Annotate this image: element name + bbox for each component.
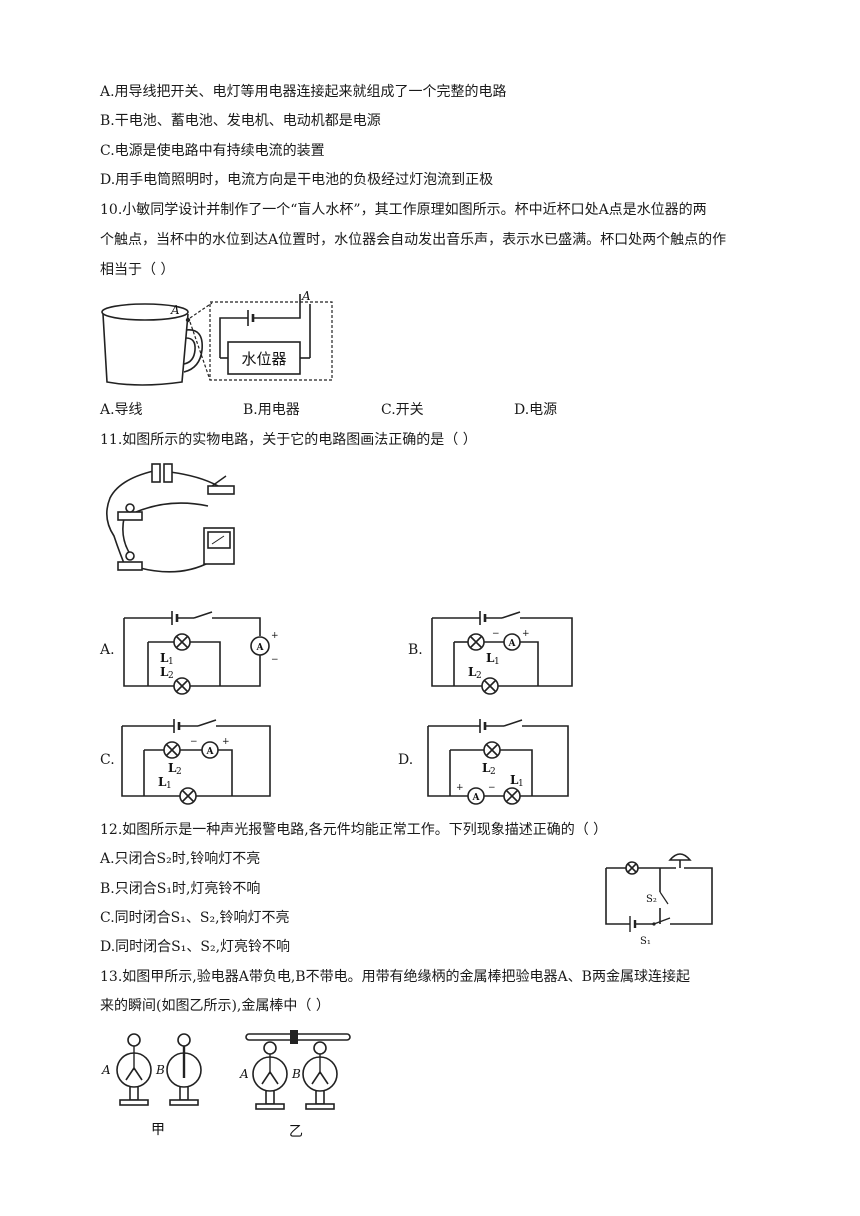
q13-stem-line-2: 来的瞬间(如图乙所示),金属棒中（ ） [100, 998, 330, 1014]
minus-sign: − [271, 655, 279, 665]
q12-option-c: C.同时闭合S₁、S₂,铃响灯不亮 [100, 910, 290, 926]
lamp-l2-label: L [168, 761, 177, 775]
q11-diagram-b: A − + L 1 L 2 [431, 611, 573, 695]
q9-option-b: B.干电池、蓄电池、发电机、电动机都是电源 [100, 113, 381, 129]
lamp-l1-label: L [486, 651, 495, 665]
q12-option-b: B.只闭合S₁时,灯亮铃不响 [100, 881, 261, 897]
q11-diagram-a: A + − L 1 L 2 [123, 611, 279, 695]
electroscope-b-label: B [291, 1067, 301, 1081]
q12-option-d: D.同时闭合S₁、S₂,灯亮铃不响 [100, 939, 291, 955]
q10-stem-line-1: 10.小敏同学设计并制作了一个“盲人水杯”，其工作原理如图所示。杯中近杯口处A点… [100, 202, 707, 218]
q10-option-b: B.用电器 [243, 402, 300, 418]
q12-alarm-circuit-figure: S₁ S₂ [605, 853, 713, 947]
q13-electroscope-figure-right: A B 乙 [239, 1030, 351, 1140]
q10-contact-label: A [301, 289, 311, 303]
electroscope-a-label: A [101, 1063, 111, 1077]
switch-s1-label: S₁ [640, 936, 651, 947]
q11-option-b-label: B. [408, 642, 423, 658]
minus-sign: − [492, 629, 500, 639]
q11-diagram-d: L 2 A + − L 1 [427, 719, 569, 805]
figure-caption-jia: 甲 [151, 1122, 165, 1138]
q11-physical-circuit-figure [106, 463, 235, 573]
q13-electroscope-figure-left: A B 甲 [101, 1033, 202, 1138]
lamp-l1-sub: 1 [518, 779, 524, 789]
ammeter-label: A [508, 639, 517, 649]
q11-option-c-label: C. [100, 752, 115, 768]
lamp-l2-label: L [160, 665, 169, 679]
minus-sign: − [488, 783, 496, 793]
figure-caption-yi: 乙 [289, 1124, 303, 1140]
ammeter-label: A [472, 793, 481, 803]
q12-option-a: A.只闭合S₂时,铃响灯不亮 [100, 851, 261, 867]
lamp-l2-sub: 2 [476, 671, 482, 681]
lamp-l1-label: L [160, 651, 169, 665]
electroscope-a-label: A [239, 1067, 249, 1081]
q12-stem: 12.如图所示是一种声光报警电路,各元件均能正常工作。下列现象描述正确的（ ） [100, 822, 608, 838]
lamp-l1-label: L [510, 773, 519, 787]
q13-stem-line-1: 13.如图甲所示,验电器A带负电,B不带电。用带有绝缘柄的金属棒把验电器A、B两… [100, 969, 690, 985]
plus-sign: + [456, 783, 464, 793]
lamp-l2-sub: 2 [490, 767, 496, 777]
ammeter-label: A [256, 643, 265, 653]
plus-sign: + [222, 737, 230, 747]
plus-sign: + [522, 629, 530, 639]
q10-device-label: 水位器 [241, 350, 286, 368]
plus-sign: + [271, 631, 279, 641]
q9-option-a: A.用导线把开关、电灯等用电器连接起来就组成了一个完整的电路 [100, 84, 507, 100]
q10-option-c: C.开关 [381, 402, 424, 418]
q11-diagram-c: A − + L 2 L 1 [121, 719, 271, 805]
lamp-l2-sub: 2 [176, 767, 182, 777]
lamp-l2-label: L [482, 761, 491, 775]
q10-option-d: D.电源 [514, 402, 558, 418]
lamp-l2-label: L [468, 665, 477, 679]
lamp-l1-sub: 1 [166, 781, 172, 791]
lamp-l1-sub: 1 [168, 657, 174, 667]
q10-stem-line-2: 个触点，当杯中的水位到达A位置时，水位器会自动发出音乐声，表示水已盛满。杯口处两… [100, 232, 727, 248]
q10-cup-circuit-figure: A A 水位器 [101, 289, 333, 386]
q11-option-d-label: D. [398, 752, 414, 768]
minus-sign: − [190, 737, 198, 747]
switch-s2-label: S₂ [646, 894, 657, 905]
lamp-l1-sub: 1 [494, 657, 500, 667]
ammeter-label: A [206, 747, 215, 757]
lamp-l2-sub: 2 [168, 671, 174, 681]
q10-option-a: A.导线 [100, 402, 143, 418]
q9-option-d: D.用手电筒照明时，电流方向是干电池的负极经过灯泡流到正极 [100, 172, 494, 188]
electroscope-b-label: B [155, 1063, 165, 1077]
q10-stem-line-3: 相当于（ ） [100, 262, 175, 278]
q10-point-label: A [170, 303, 180, 317]
lamp-l1-label: L [158, 775, 167, 789]
q9-option-c: C.电源是使电路中有持续电流的装置 [100, 143, 325, 159]
q11-stem: 11.如图所示的实物电路，关于它的电路图画法正确的是（ ） [100, 432, 477, 448]
q11-option-a-label: A. [100, 642, 115, 658]
